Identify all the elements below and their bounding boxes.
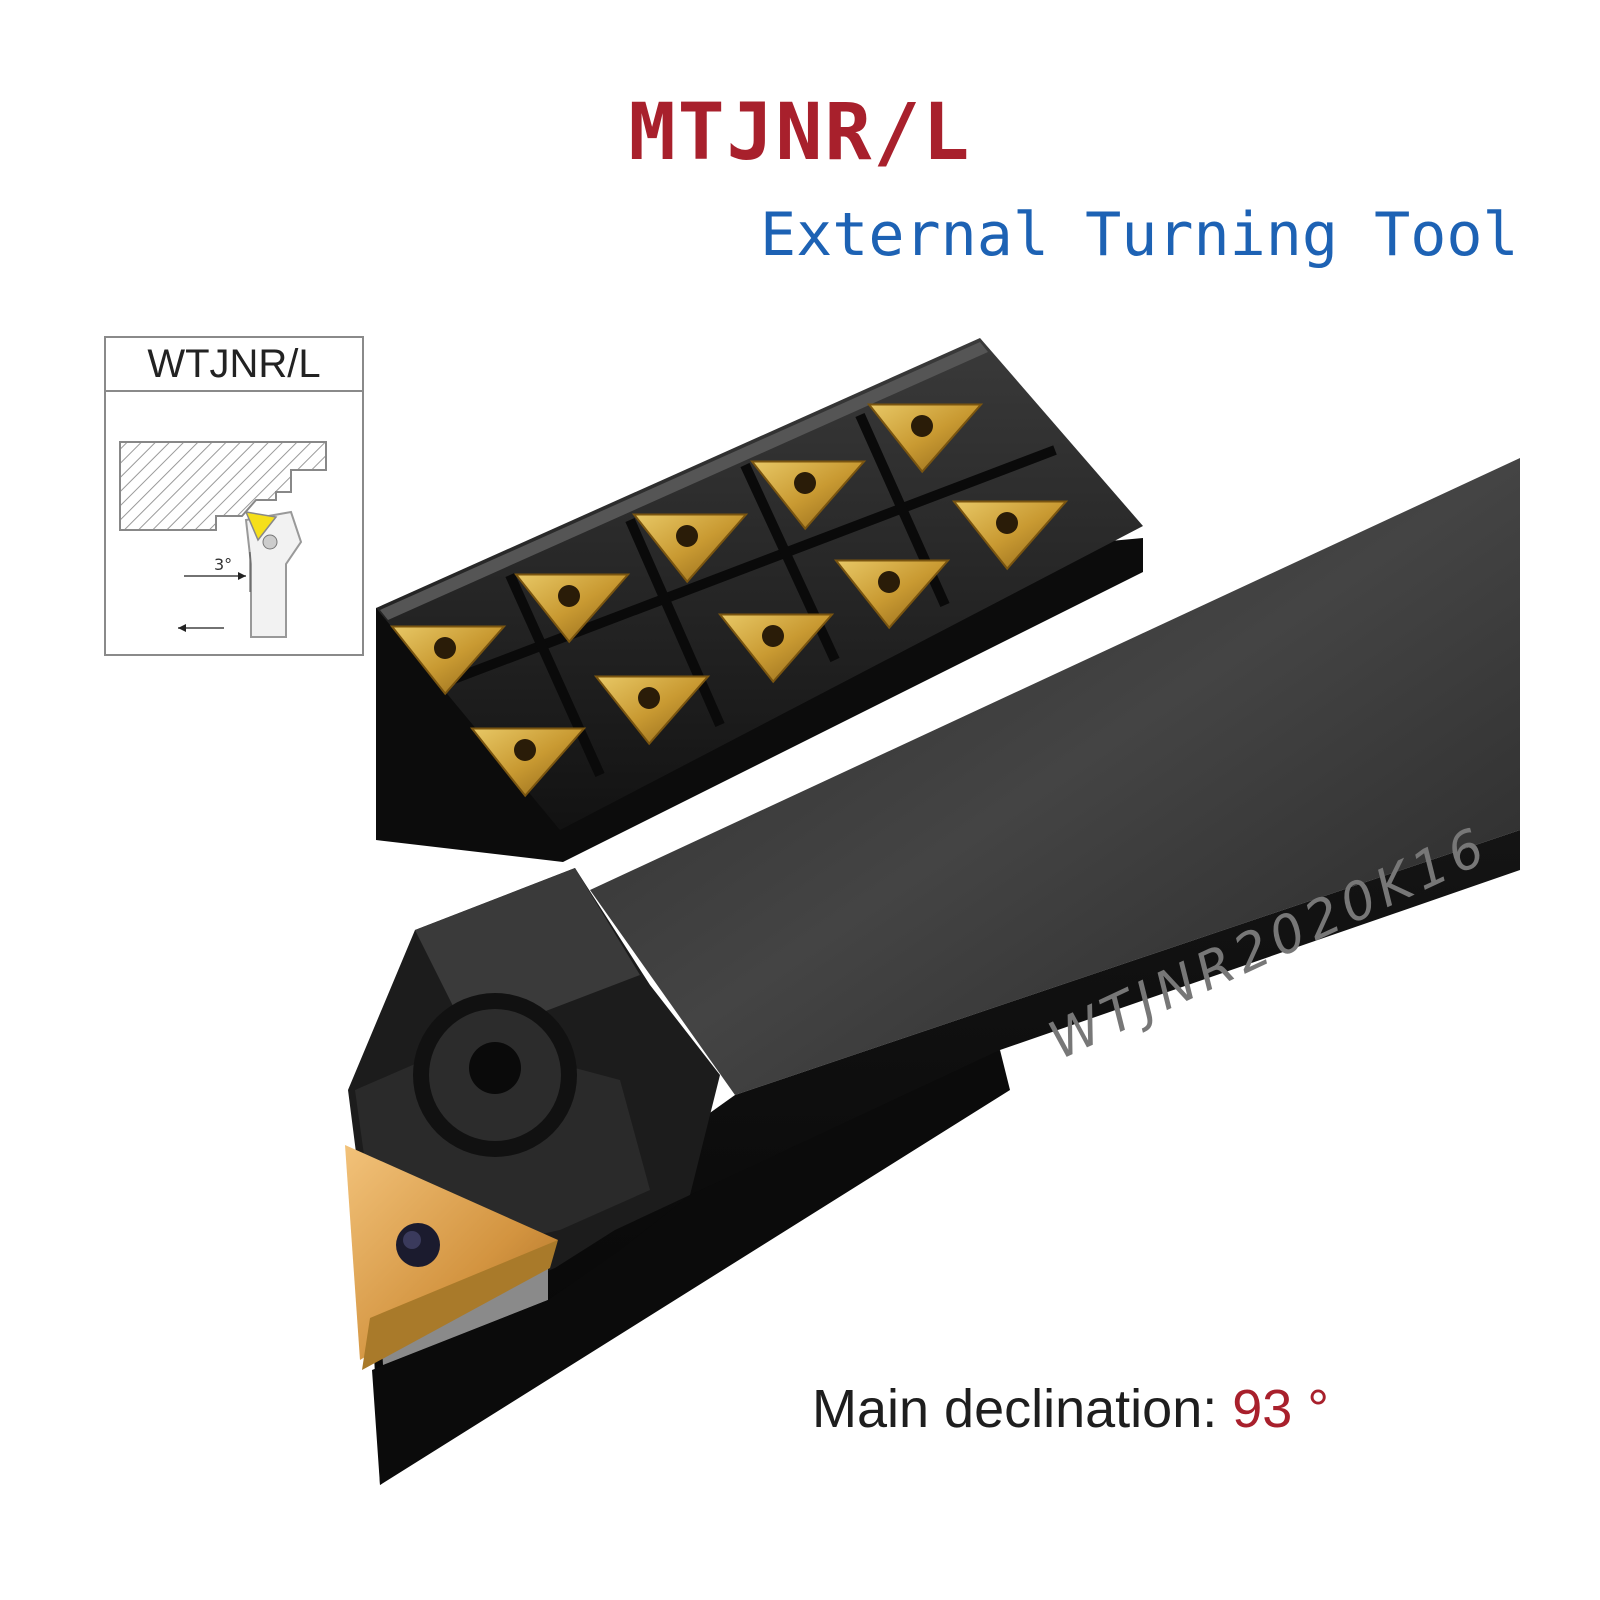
insert-hole [638, 687, 660, 709]
insert-hole [762, 625, 784, 647]
holder-engraving: WTJNR2020K16 [1040, 815, 1499, 1071]
tray-insert [469, 727, 587, 798]
insert-hole [514, 739, 536, 761]
tray-insert [749, 460, 867, 531]
cutting-diagram: 3° [119, 441, 327, 638]
tray-insert [389, 625, 507, 696]
diagram-insert [244, 511, 278, 542]
tray-insert [951, 500, 1069, 571]
page-title: MTJNR/L [628, 88, 972, 178]
tray-insert [631, 513, 749, 584]
insert-hole [911, 415, 933, 437]
page-subtitle: External Turning Tool [760, 200, 1519, 270]
insert-hole [878, 571, 900, 593]
insert-hole [996, 512, 1018, 534]
tray-insert [866, 403, 984, 474]
insert-hole [434, 637, 456, 659]
workpiece [119, 441, 327, 531]
diagram-box: WTJNR/L 3° [104, 336, 364, 656]
declination-value: 93 ° [1232, 1379, 1329, 1439]
tray-insert [717, 613, 835, 684]
tray-insert [593, 675, 711, 746]
insert-hole [676, 525, 698, 547]
tray-insert [833, 559, 951, 630]
diagram-angle-label: 3° [214, 555, 232, 574]
main-declination: Main declination: 93 ° [812, 1378, 1329, 1440]
diagram-label: WTJNR/L [106, 338, 362, 392]
insert-hole [558, 585, 580, 607]
tray-inserts [389, 403, 1069, 798]
tool-holder [345, 458, 1520, 1485]
insert-hole [794, 472, 816, 494]
declination-label: Main declination: [812, 1379, 1218, 1439]
tray-insert [513, 573, 631, 644]
diagram-holder [244, 510, 303, 638]
mounted-insert [345, 1145, 558, 1360]
